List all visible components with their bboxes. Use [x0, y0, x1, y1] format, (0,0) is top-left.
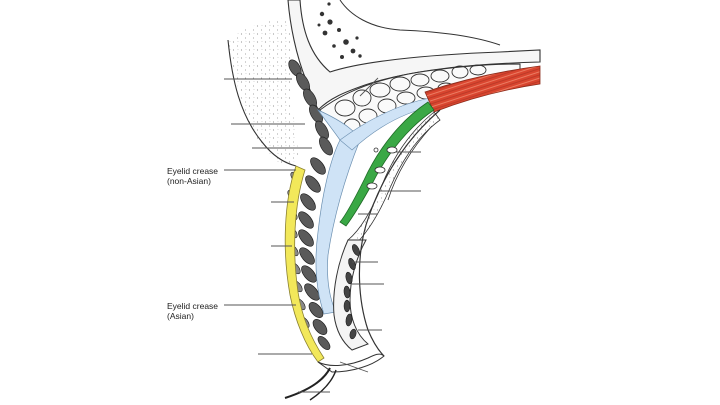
conjunctival-fold [387, 125, 433, 201]
brow-skin-line [227, 39, 297, 167]
label-eyelid-crease-asian: Eyelid crease (Asian) [167, 301, 218, 321]
brow-soft-tissue [228, 18, 300, 165]
meibomian-gland [343, 244, 360, 340]
eyelid-skin [284, 165, 325, 363]
label-line-1: Eyelid crease [167, 301, 219, 311]
frontal-sinus-edge [339, 0, 501, 46]
fat-lobules [334, 64, 487, 134]
label-line-1: Eyelid crease [167, 166, 219, 176]
palpebral-conjunctiva [358, 109, 441, 357]
leader-lines [224, 77, 421, 393]
label-line-2: (Asian) [167, 311, 194, 321]
orbicularis-oculi-muscle [288, 59, 333, 350]
accessory-glands [366, 146, 398, 190]
lid-margin [317, 353, 385, 373]
bone-trabeculae [317, 2, 362, 59]
levator-palpebrae-muscle [424, 65, 541, 113]
label-line-2: (non-Asian) [167, 176, 211, 186]
eyelash-2 [309, 369, 337, 401]
eyelash [284, 367, 331, 399]
label-eyelid-crease-non-asian: Eyelid crease (non-Asian) [167, 166, 218, 186]
